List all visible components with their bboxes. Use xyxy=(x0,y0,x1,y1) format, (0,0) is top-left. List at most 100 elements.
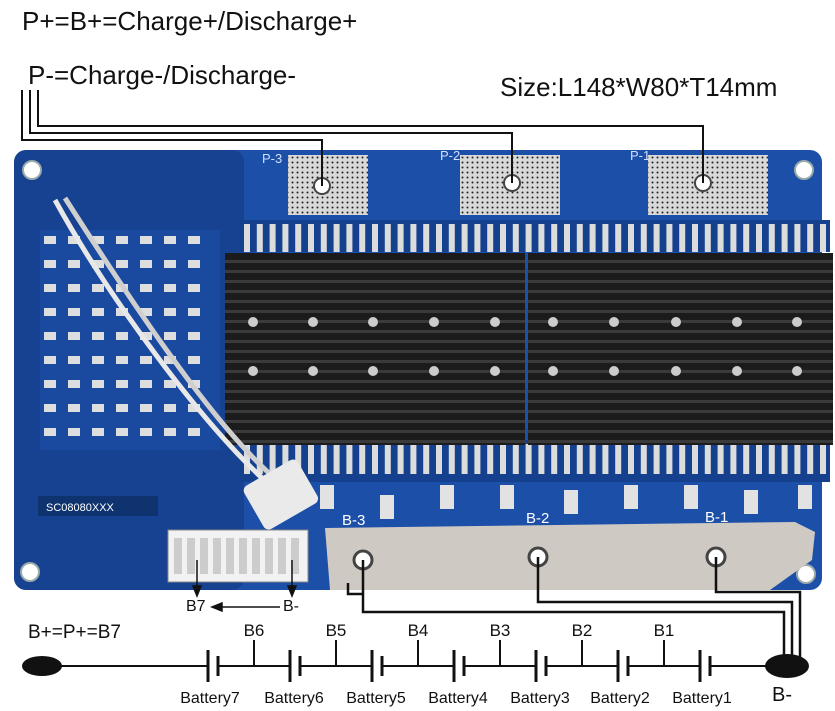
smd-component xyxy=(116,380,128,388)
mosfet-pin xyxy=(359,224,366,252)
mosfet-pin xyxy=(807,444,814,474)
mosfet-pin xyxy=(692,224,698,252)
mosfet-pin xyxy=(576,224,583,252)
smd-component xyxy=(164,380,176,388)
smd-component xyxy=(188,356,200,364)
smd-component xyxy=(92,236,104,244)
mosfet-pin xyxy=(512,224,519,252)
smd-component xyxy=(140,332,152,340)
mosfet-pin xyxy=(423,224,430,252)
smd-component xyxy=(140,356,152,364)
mosfet-pin xyxy=(628,224,634,252)
mosfet-pin xyxy=(666,224,673,252)
mosfet-pin xyxy=(551,444,558,474)
mosfet-pin xyxy=(538,224,545,252)
smd-component xyxy=(44,284,56,292)
mosfet-pin xyxy=(820,224,826,252)
connector-pin xyxy=(252,538,260,574)
smd-component xyxy=(188,284,200,292)
mosfet-pin xyxy=(256,224,263,252)
mosfet-pin xyxy=(500,224,506,252)
main-negative-label: B- xyxy=(772,684,792,706)
mosfet-pin xyxy=(308,444,314,474)
smd-component xyxy=(68,380,80,388)
pcb-code-area xyxy=(38,496,158,516)
mosfet-pin xyxy=(333,224,340,252)
negative-terminal-node xyxy=(765,654,809,678)
mosfet-pin xyxy=(308,224,314,252)
mosfet-pin xyxy=(730,224,737,252)
mosfet-pin xyxy=(653,444,660,474)
smd-component xyxy=(44,404,56,412)
node-label-b1: B1 xyxy=(654,621,675,640)
mounting-holes xyxy=(20,160,816,584)
mosfet-pin xyxy=(372,224,378,252)
smd-component xyxy=(164,260,176,268)
mosfet-pin xyxy=(615,444,622,474)
main-positive-label: B+=P+=B7 xyxy=(28,622,121,643)
mosfet-pin xyxy=(423,444,430,474)
smd-component xyxy=(116,356,128,364)
smd-component xyxy=(164,284,176,292)
connector-arrows xyxy=(191,560,298,613)
mosfet-pin xyxy=(320,224,327,252)
mosfet-pin xyxy=(372,444,378,474)
mosfet-pin xyxy=(692,444,698,474)
smd-component xyxy=(188,260,200,268)
mosfet-pin xyxy=(397,224,404,252)
mosfet-pin xyxy=(589,444,596,474)
mosfet-pin xyxy=(487,224,494,252)
smd-component xyxy=(140,380,152,388)
smd-component xyxy=(44,260,56,268)
mosfet-pin xyxy=(794,444,801,474)
temperature-sensor xyxy=(243,459,319,530)
mosfet-pin xyxy=(628,444,634,474)
smd-component xyxy=(140,308,152,316)
smd-component xyxy=(68,284,80,292)
smd-component xyxy=(68,308,80,316)
negative-terminal-label: P-=Charge-/Discharge- xyxy=(28,60,297,90)
smd-component xyxy=(188,404,200,412)
connector-pin xyxy=(200,538,208,574)
smd-component xyxy=(92,332,104,340)
mosfet-pin xyxy=(564,444,570,474)
smd-component xyxy=(68,404,80,412)
positive-terminal-label: P+=B+=Charge+/Discharge+ xyxy=(22,6,358,36)
mosfet-pin xyxy=(461,224,468,252)
smd-component xyxy=(188,308,200,316)
smd-component xyxy=(92,308,104,316)
size-label: Size:L148*W80*T14mm xyxy=(500,72,778,102)
mosfet-pin xyxy=(346,224,353,252)
smd-component xyxy=(164,308,176,316)
mosfet-pin xyxy=(717,224,724,252)
battery-label-3: Battery3 xyxy=(510,690,570,707)
smd-component xyxy=(92,428,104,436)
mosfet-pin xyxy=(461,444,468,474)
smd-component xyxy=(188,428,200,436)
mosfet-pin xyxy=(743,224,750,252)
pad-bminus xyxy=(325,522,815,590)
pad-label-p3: P-3 xyxy=(262,151,282,166)
smd-component xyxy=(68,428,80,436)
smd-component xyxy=(92,284,104,292)
smd-component xyxy=(92,404,104,412)
node-label-b3: B3 xyxy=(490,621,511,640)
mosfet-pin xyxy=(794,224,801,252)
smd-component xyxy=(44,428,56,436)
node-ticks xyxy=(253,640,665,666)
mosfet-pin xyxy=(295,444,302,474)
mosfet-pin xyxy=(474,444,481,474)
mosfet-pin xyxy=(359,444,366,474)
mosfet-pin xyxy=(820,444,826,474)
mosfet-pin xyxy=(512,444,519,474)
connector-pin xyxy=(213,538,221,574)
mosfet-pin xyxy=(397,444,404,474)
node-label-b2: B2 xyxy=(572,621,593,640)
smd-component xyxy=(44,332,56,340)
smd-component xyxy=(116,236,128,244)
smd-component xyxy=(68,260,80,268)
heatsink-screws xyxy=(248,317,802,376)
smd-component xyxy=(188,236,200,244)
smd-component xyxy=(164,404,176,412)
